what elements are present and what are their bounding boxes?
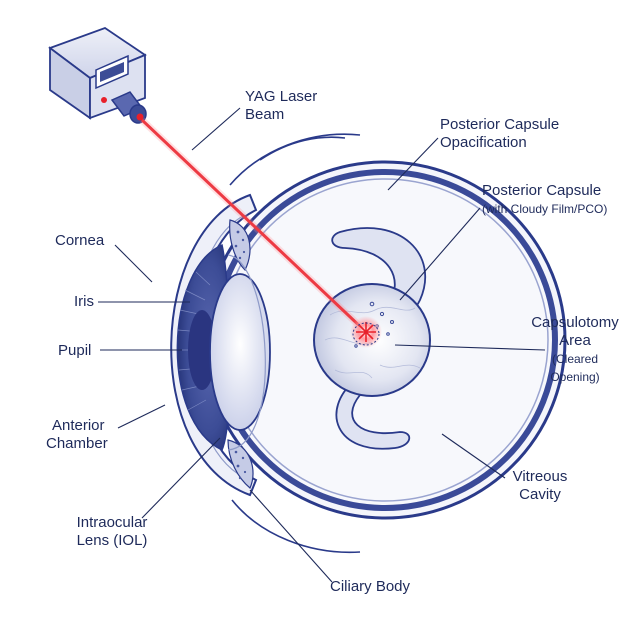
label-cornea: Cornea: [55, 232, 105, 249]
capsulotomy-opening: [352, 322, 380, 346]
leader-lines: [98, 107, 546, 583]
label-posterior-capsule: Posterior Capsule (with Cloudy Film/PCO): [482, 182, 608, 216]
label-capsulotomy-note-2: Opening): [550, 370, 600, 384]
label-ciliary-body: Ciliary Body: [330, 578, 411, 595]
laser-device-icon: [48, 26, 147, 124]
label-anterior-chamber: Anterior Chamber: [46, 417, 108, 452]
iol-haptic-lower: [335, 378, 411, 450]
label-intraocular-lens: Intraocular Lens (IOL): [76, 514, 148, 549]
label-posterior-capsule-note: (with Cloudy Film/PCO): [482, 202, 608, 216]
ciliary-body-upper: [229, 219, 251, 272]
laser-beam: [140, 118, 368, 334]
pupil: [188, 310, 216, 390]
label-iris: Iris: [74, 293, 94, 310]
label-yag-laser-beam: YAG Laser Beam: [245, 88, 318, 123]
intraocular-lens-anterior: [209, 273, 271, 431]
capsulotomy-spark: [356, 322, 376, 342]
ciliary-dots: [234, 230, 247, 480]
label-pupil: Pupil: [58, 342, 92, 359]
capsule-bag: [227, 254, 266, 451]
label-vitreous-cavity: Vitreous Cavity: [512, 468, 568, 503]
label-posterior-capsule-opacification: Posterior Capsule Opacification: [440, 116, 560, 151]
ciliary-body-lower: [227, 439, 254, 489]
label-capsulotomy-note-1: (Cleared: [551, 352, 599, 366]
sclera-contour: [229, 133, 361, 554]
label-capsulotomy-area: Capsulotomy Area (Cleared Opening): [520, 314, 630, 386]
laser-beam-glow: [139, 117, 369, 335]
